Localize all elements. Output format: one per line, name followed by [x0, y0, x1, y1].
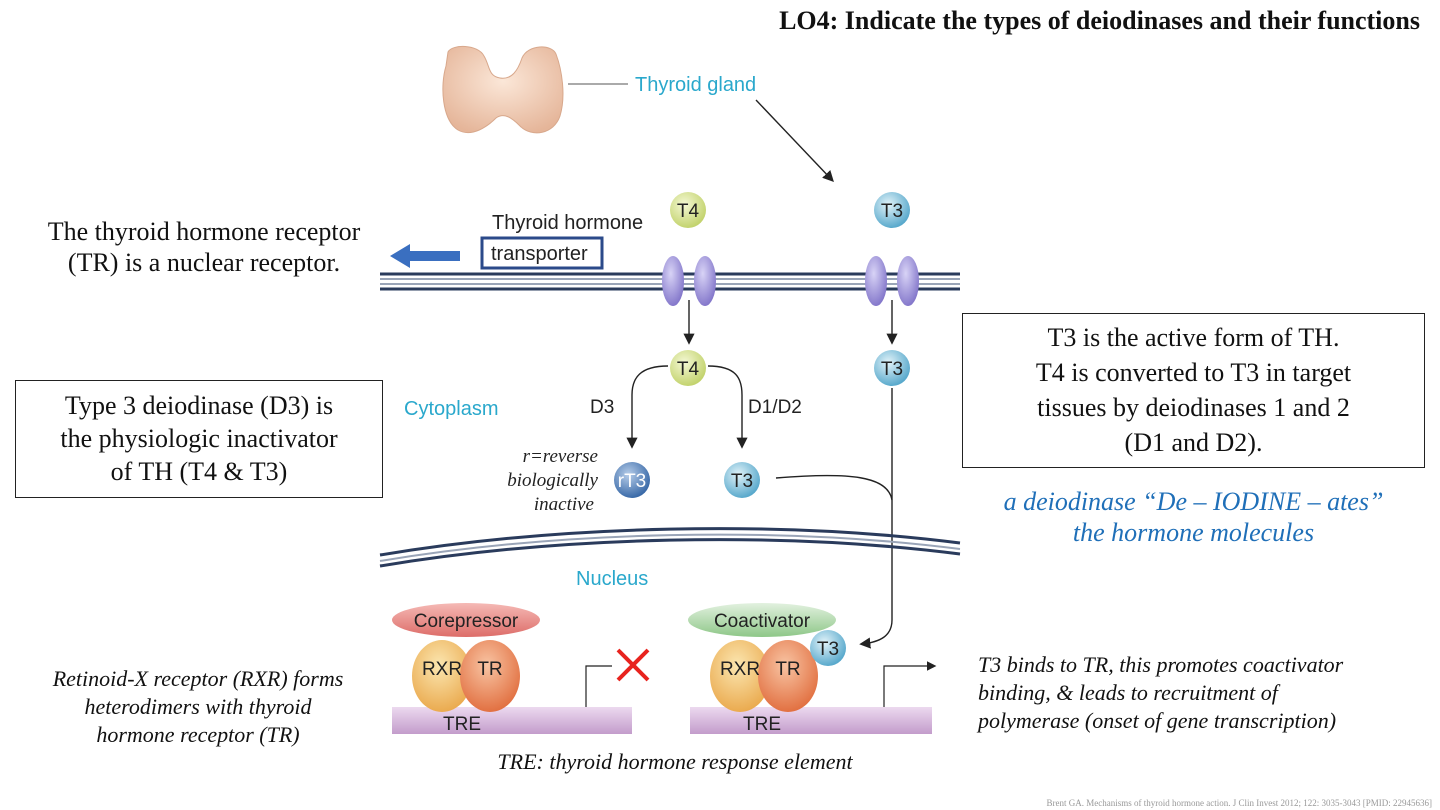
- d1d2-branch-arrow: [707, 365, 748, 449]
- t3-nuclear-arrow: [859, 388, 893, 649]
- t3-binding-note-line: polymerase (onset of gene transcription): [978, 708, 1337, 733]
- rxr-note-line: heterodimers with thyroid: [84, 694, 312, 719]
- active-form-line: tissues by deiodinases 1 and 2: [1037, 393, 1350, 422]
- t3-molecule-converted: [724, 462, 760, 498]
- t4-label-inside: T4: [677, 359, 700, 380]
- receptor-note-line: (TR) is a nuclear receptor.: [67, 248, 341, 277]
- transcription-start-left: [585, 665, 612, 707]
- t3-label-bound: T3: [817, 639, 839, 660]
- d1d2-label: D1/D2: [748, 397, 802, 418]
- nucleus-label: Nucleus: [576, 568, 648, 590]
- tr-left: [460, 640, 520, 712]
- t3-molecule-inside: [874, 350, 910, 386]
- t3-label-outside: T3: [881, 201, 903, 222]
- reverse-note-line: biologically: [507, 470, 598, 491]
- rxr-left: [412, 640, 472, 712]
- reverse-note-line: r=reverse: [523, 446, 598, 467]
- thyroid-gland-icon: [442, 46, 564, 134]
- rxr-label-right: RXR: [720, 659, 760, 680]
- d3-box-line: the physiologic inactivator: [60, 424, 338, 453]
- transporter-label-box: [480, 236, 604, 270]
- transporter-channel-left: [662, 256, 716, 306]
- transporter-channel-right: [865, 256, 919, 306]
- citation: Brent GA. Mechanisms of thyroid hormone …: [1046, 798, 1432, 808]
- active-form-line: (D1 and D2).: [1124, 428, 1263, 457]
- t4-molecule-outside: [670, 192, 706, 228]
- tre-dna-right: [690, 707, 932, 734]
- coactivator: [688, 603, 836, 637]
- tre-label-right: TRE: [743, 714, 781, 735]
- tre-label-left: TRE: [443, 714, 481, 735]
- d3-branch-arrow: [626, 365, 669, 449]
- coactivator-label: Coactivator: [714, 611, 811, 632]
- thyroid-gland-label: Thyroid gland: [635, 74, 756, 96]
- corepressor: [392, 603, 540, 637]
- rt3-molecule: [614, 462, 650, 498]
- d3-box: Type 3 deiodinase (D3) is the physiologi…: [15, 380, 383, 498]
- gland-arrow: [755, 99, 834, 183]
- corepressor-label: Corepressor: [414, 611, 519, 632]
- t4-label-outside: T4: [677, 201, 700, 222]
- rxr-right: [710, 640, 770, 712]
- rxr-note-line: Retinoid-X receptor (RXR) forms: [52, 666, 344, 691]
- nuclear-membrane: [379, 527, 961, 568]
- blue-arrow-shape: [390, 244, 460, 268]
- t3-binding-note: T3 binds to TR, this promotes coactivato…: [978, 651, 1428, 735]
- blocked-x-icon: [616, 648, 650, 682]
- t3-binding-note-line: binding, & leads to recruitment of: [978, 680, 1278, 705]
- tr-label-right: TR: [775, 659, 800, 680]
- t3-converted-line: [775, 474, 893, 501]
- reverse-note-line: inactive: [534, 494, 594, 515]
- receptor-note-line: The thyroid hormone receptor: [47, 217, 361, 246]
- t4-molecule-inside: [670, 350, 706, 386]
- tre-caption: TRE: thyroid hormone response element: [497, 749, 853, 774]
- active-form-box: T3 is the active form of TH. T4 is conve…: [962, 313, 1425, 468]
- t3-binding-note-line: T3 binds to TR, this promotes coactivato…: [978, 652, 1344, 677]
- t3-label-converted: T3: [731, 471, 753, 492]
- rxr-note-line: hormone receptor (TR): [96, 722, 300, 747]
- rt3-label: rT3: [618, 471, 647, 492]
- transporter-label-line1: Thyroid hormone: [492, 212, 643, 234]
- deiodinase-definition-line: the hormone molecules: [1072, 518, 1315, 547]
- t3-label-inside: T3: [881, 359, 903, 380]
- d3-box-line: of TH (T4 & T3): [110, 457, 288, 486]
- t3-molecule-outside: [874, 192, 910, 228]
- active-form-line: T3 is the active form of TH.: [1047, 323, 1340, 352]
- active-form-line: T4 is converted to T3 in target: [1035, 358, 1352, 387]
- d3-label: D3: [590, 397, 614, 418]
- transcription-start-right: [883, 661, 937, 707]
- d3-box-line: Type 3 deiodinase (D3) is: [64, 391, 334, 420]
- tr-right: [758, 640, 818, 712]
- receptor-note: The thyroid hormone receptor (TR) is a n…: [14, 216, 394, 278]
- slide-title: LO4: Indicate the types of deiodinases a…: [779, 6, 1420, 35]
- transporter-label-line2: transporter: [491, 243, 588, 265]
- blue-arrow-icon: [390, 244, 460, 268]
- rxr-note: Retinoid-X receptor (RXR) forms heterodi…: [10, 665, 386, 749]
- cytoplasm-label: Cytoplasm: [404, 398, 498, 420]
- deiodinase-definition: a deiodinase “De – IODINE – ates” the ho…: [962, 486, 1425, 548]
- rxr-label-left: RXR: [422, 659, 462, 680]
- t3-bound: [810, 630, 846, 666]
- tre-dna-left: [392, 707, 632, 734]
- tr-label-left: TR: [477, 659, 502, 680]
- deiodinase-definition-line: a deiodinase “De – IODINE – ates”: [1003, 487, 1384, 516]
